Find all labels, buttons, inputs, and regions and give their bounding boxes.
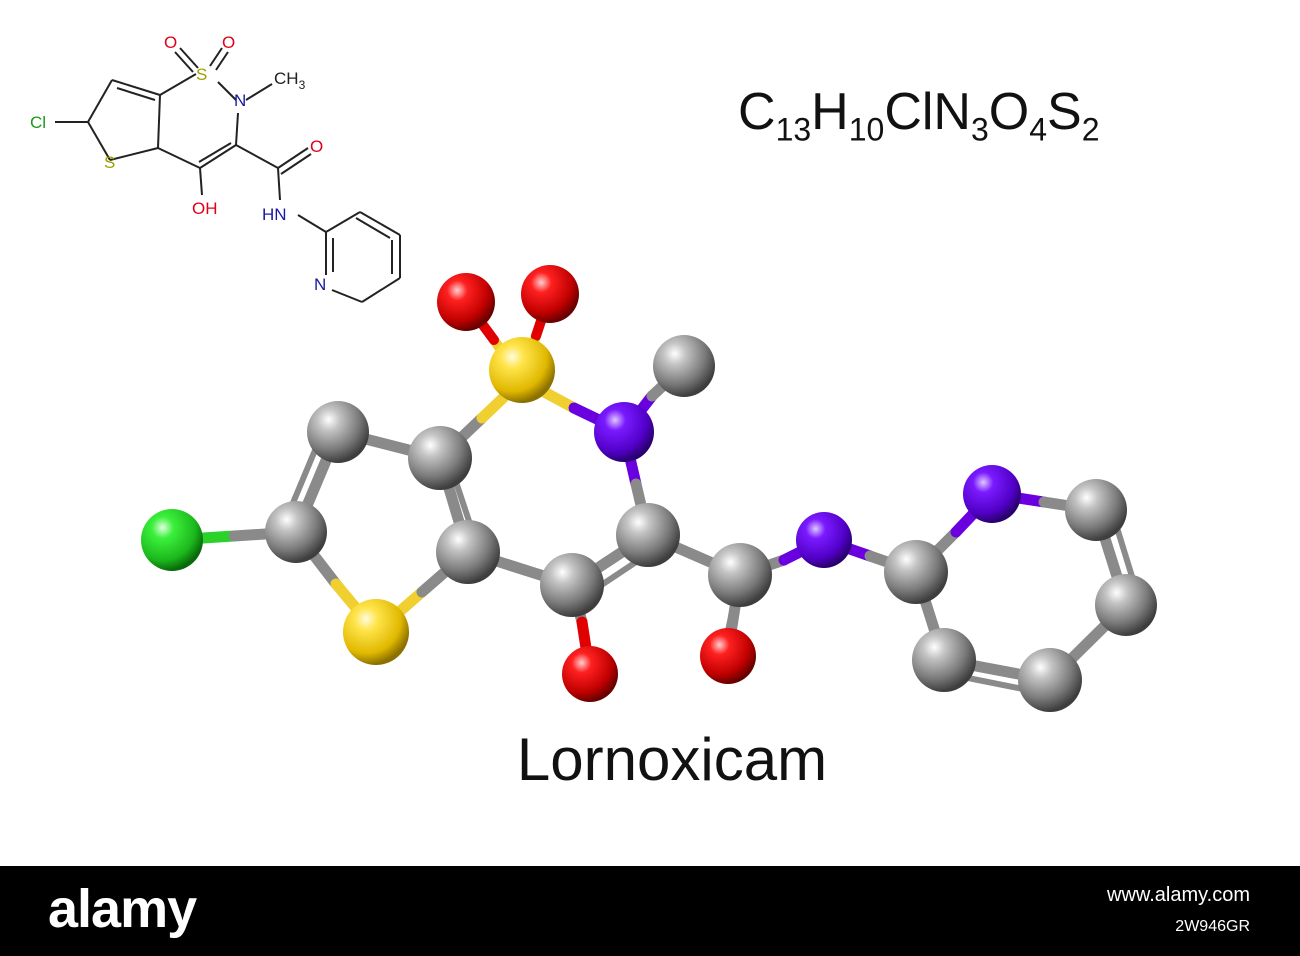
illustration-canvas: O O S N CH3 Cl S OH O HN N C13H10ClN3O4S… — [30, 33, 1157, 793]
atom-label-s-sulfonyl: S — [196, 65, 207, 84]
atom-carbon — [708, 543, 772, 607]
atom-sulfur — [489, 337, 555, 403]
atom-label-cl: Cl — [30, 113, 46, 132]
compound-name: Lornoxicam — [516, 726, 828, 793]
atom-label-hn: HN — [262, 205, 287, 224]
atom-label-o1: O — [164, 33, 177, 52]
atom-carbon — [884, 540, 948, 604]
atom-label-o-amide: O — [310, 137, 323, 156]
atom-sulfur — [343, 599, 409, 665]
atom-nitrogen — [594, 402, 654, 462]
atom-label-methyl: CH3 — [274, 69, 306, 92]
atom-carbon — [1095, 574, 1157, 636]
atom-carbon — [1018, 648, 1082, 712]
atom-label-n-ring: N — [234, 91, 246, 110]
atom-oxygen — [700, 628, 756, 684]
site-url: www.alamy.com — [1107, 884, 1250, 906]
molecular-formula: C13H10ClN3O4S2 — [738, 83, 1100, 148]
atom-oxygen — [521, 265, 579, 323]
atom-label-n-pyridine: N — [314, 275, 326, 294]
atom-carbon — [540, 553, 604, 617]
atom-nitrogen — [796, 512, 852, 568]
atom-carbon — [1065, 479, 1127, 541]
atom-chlorine — [141, 509, 203, 571]
image-id: 2W946GR — [1175, 918, 1250, 935]
atom-label-s-thio: S — [104, 153, 115, 172]
ball-and-stick-model — [141, 265, 1157, 712]
atom-carbon — [616, 503, 680, 567]
atom-carbon — [912, 628, 976, 692]
watermark-footer: alamy www.alamy.com 2W946GR — [0, 866, 1300, 956]
atom-oxygen — [437, 273, 495, 331]
atom-label-oh: OH — [192, 199, 218, 218]
atom-carbon — [265, 501, 327, 563]
atom-carbon — [408, 426, 472, 490]
atom-carbon — [653, 335, 715, 397]
atom-oxygen — [562, 646, 618, 702]
skeletal-formula: O O S N CH3 Cl S OH O HN N — [30, 33, 401, 303]
atom-label-o2: O — [222, 33, 235, 52]
alamy-logo: alamy — [48, 879, 197, 939]
atom-carbon — [307, 401, 369, 463]
atom-nitrogen — [963, 465, 1021, 523]
atom-carbon — [436, 520, 500, 584]
